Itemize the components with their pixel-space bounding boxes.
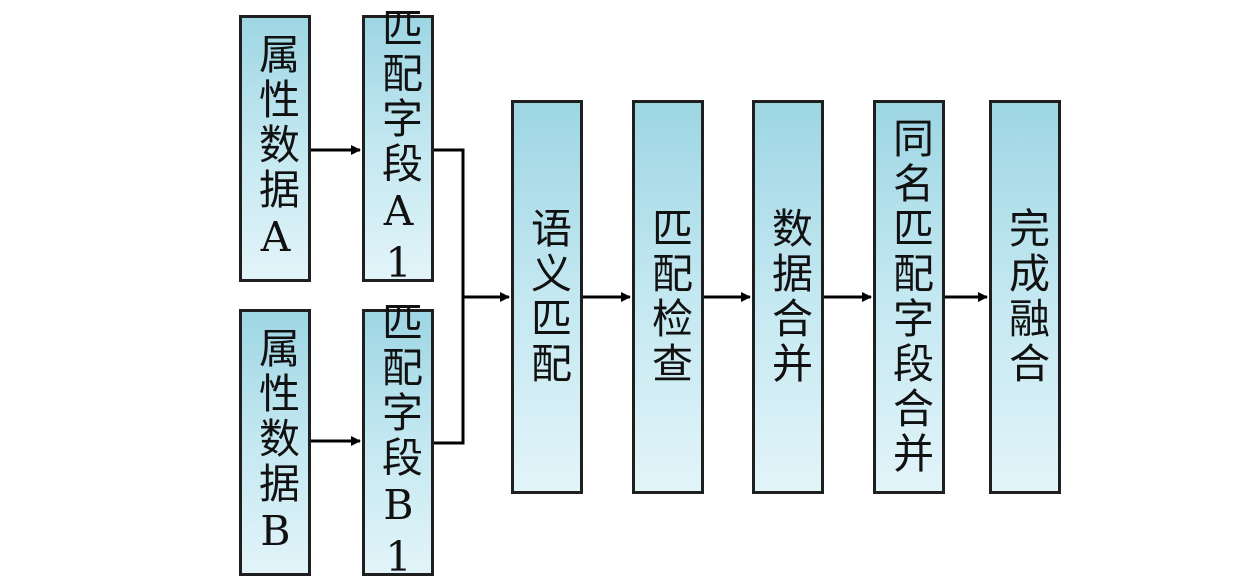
node-match-check-label: 匹配检查 (644, 207, 693, 387)
node-match-field-b1-label: 匹配字段B1 (374, 300, 423, 585)
node-fusion-complete: 完成融合 (989, 100, 1061, 494)
node-attr-data-b-label: 属性数据B (251, 326, 300, 559)
node-fusion-complete-label: 完成融合 (1001, 207, 1050, 387)
node-match-check: 匹配检查 (632, 100, 704, 494)
node-same-name-field-merge-label: 同名匹配字段合并 (885, 117, 934, 477)
node-data-merge-label: 数据合并 (764, 207, 813, 387)
node-data-merge: 数据合并 (752, 100, 824, 494)
node-semantic-matching: 语义匹配 (511, 100, 583, 494)
node-match-field-a1: 匹配字段A1 (362, 7, 434, 291)
node-match-field-b1: 匹配字段B1 (362, 301, 434, 585)
connector-field-a-out (433, 148, 465, 445)
node-same-name-field-merge: 同名匹配字段合并 (873, 100, 945, 494)
node-attr-data-a-label: 属性数据A (251, 32, 300, 265)
node-attr-data-a: 属性数据A (239, 15, 311, 282)
node-semantic-matching-label: 语义匹配 (523, 207, 572, 387)
node-attr-data-b: 属性数据B (239, 309, 311, 576)
node-match-field-a1-label: 匹配字段A1 (374, 6, 423, 291)
